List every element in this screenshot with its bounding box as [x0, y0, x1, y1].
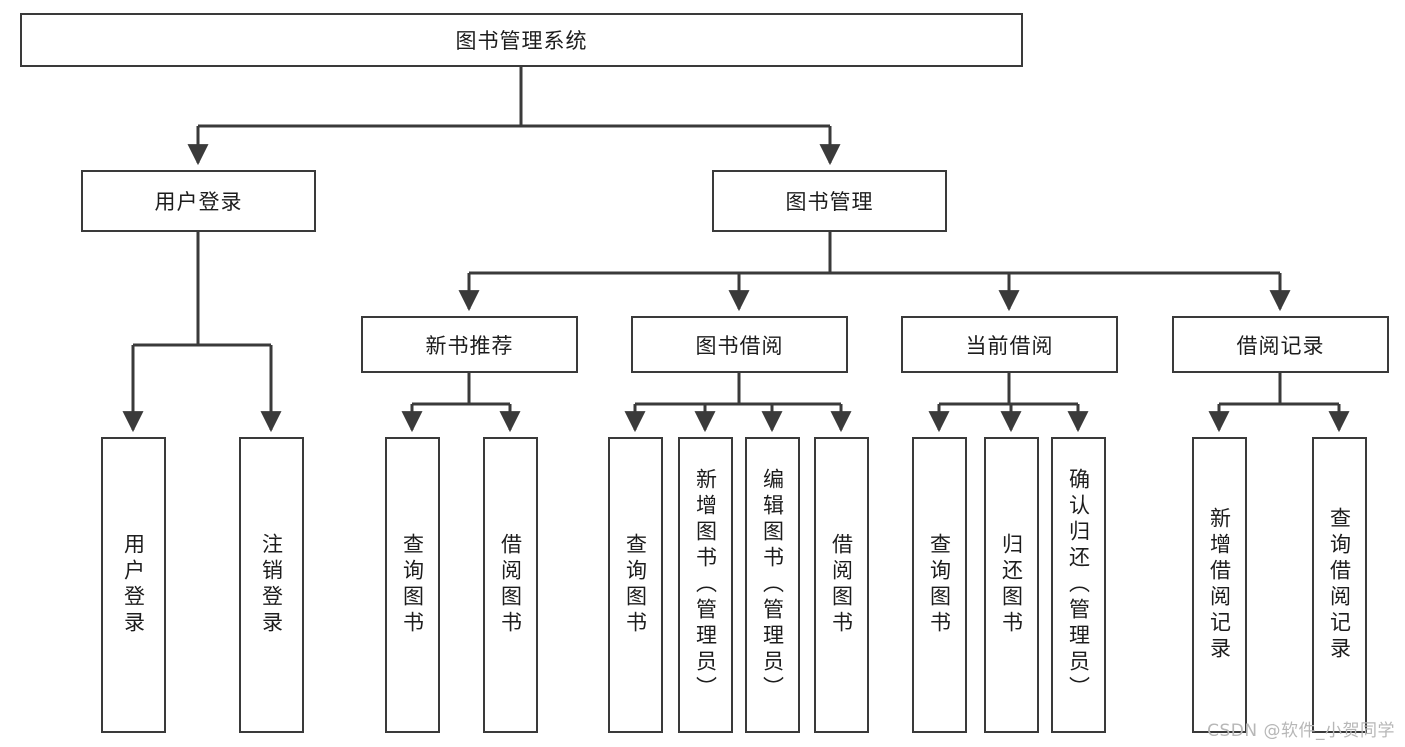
node-current-borrow[interactable]: 当前借阅 — [901, 316, 1118, 373]
edge-bookmanage-to-level3 — [458, 232, 1291, 312]
node-leaf-query-record[interactable]: 查询借阅记录 — [1312, 437, 1367, 733]
node-borrow-record-label: 借阅记录 — [1236, 333, 1325, 358]
edge-bookborrow-to-leaves — [624, 373, 852, 433]
node-root-label: 图书管理系统 — [455, 29, 588, 53]
node-book-borrow[interactable]: 图书借阅 — [631, 316, 848, 373]
node-leaf-confirm-return[interactable]: 确认归还（管理员） — [1051, 437, 1106, 733]
node-leaf-add-book-label: 新增图书（管理员） — [693, 468, 718, 702]
node-user-login-label: 用户登录 — [154, 190, 243, 214]
node-leaf-add-record[interactable]: 新增借阅记录 — [1192, 437, 1247, 733]
node-root[interactable]: 图书管理系统 — [20, 13, 1023, 67]
edge-newbook-to-leaves — [401, 373, 521, 433]
node-leaf-return-book[interactable]: 归还图书 — [984, 437, 1039, 733]
edge-borrowrecord-to-leaves — [1208, 373, 1350, 433]
node-leaf-query-book-2-label: 查询图书 — [623, 533, 648, 637]
node-leaf-borrow-book-2[interactable]: 借阅图书 — [814, 437, 869, 733]
node-leaf-logout-label: 注销登录 — [259, 533, 284, 637]
node-borrow-record[interactable]: 借阅记录 — [1172, 316, 1389, 373]
node-leaf-query-book-3-label: 查询图书 — [927, 533, 952, 637]
node-leaf-borrow-book-1[interactable]: 借阅图书 — [483, 437, 538, 733]
node-user-login[interactable]: 用户登录 — [81, 170, 316, 232]
node-leaf-query-book-2[interactable]: 查询图书 — [608, 437, 663, 733]
node-current-borrow-label: 当前借阅 — [965, 333, 1054, 358]
node-leaf-user-login[interactable]: 用户登录 — [101, 437, 166, 733]
node-leaf-query-record-label: 查询借阅记录 — [1327, 507, 1352, 663]
node-book-manage[interactable]: 图书管理 — [712, 170, 947, 232]
node-leaf-return-book-label: 归还图书 — [999, 533, 1024, 637]
node-leaf-query-book-1[interactable]: 查询图书 — [385, 437, 440, 733]
node-leaf-confirm-return-label: 确认归还（管理员） — [1066, 468, 1091, 702]
node-book-manage-label: 图书管理 — [785, 190, 874, 214]
watermark-text: CSDN @软件_小贺同学 — [1207, 721, 1395, 741]
node-leaf-borrow-book-1-label: 借阅图书 — [498, 533, 523, 637]
node-leaf-add-book[interactable]: 新增图书（管理员） — [678, 437, 733, 733]
node-new-book-recommend[interactable]: 新书推荐 — [361, 316, 578, 373]
node-leaf-add-record-label: 新增借阅记录 — [1207, 507, 1232, 663]
node-leaf-logout[interactable]: 注销登录 — [239, 437, 304, 733]
node-leaf-borrow-book-2-label: 借阅图书 — [829, 533, 854, 637]
edge-currentborrow-to-leaves — [928, 373, 1089, 433]
node-leaf-edit-book-label: 编辑图书（管理员） — [760, 468, 785, 702]
node-leaf-edit-book[interactable]: 编辑图书（管理员） — [745, 437, 800, 733]
edge-root-to-level2 — [187, 67, 841, 166]
node-leaf-query-book-1-label: 查询图书 — [400, 533, 425, 637]
edge-userlogin-to-leaves — [122, 232, 282, 433]
node-book-borrow-label: 图书借阅 — [695, 333, 784, 358]
node-leaf-query-book-3[interactable]: 查询图书 — [912, 437, 967, 733]
node-leaf-user-login-label: 用户登录 — [121, 533, 146, 637]
node-new-book-recommend-label: 新书推荐 — [425, 333, 514, 358]
